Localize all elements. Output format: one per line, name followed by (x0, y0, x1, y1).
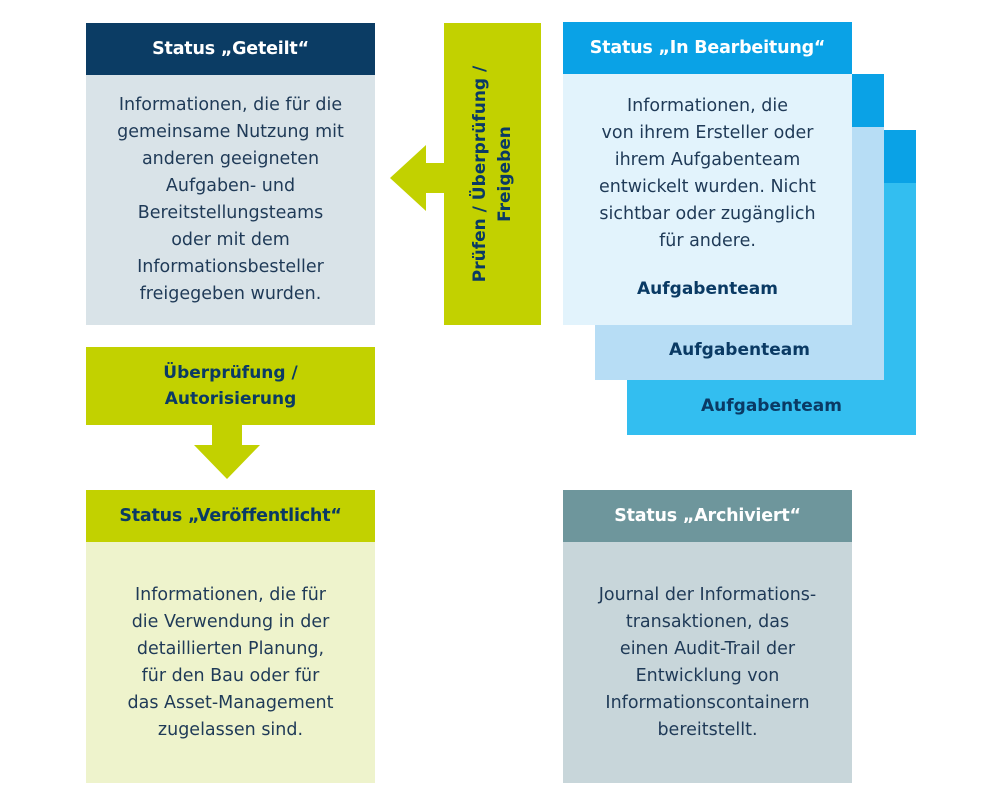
status-veroeffentlicht-text: Informationen, die für die Verwendung in… (127, 584, 334, 740)
status-bearbeitung-title: Status „In Bearbeitung“ (589, 38, 826, 58)
pruefen-transition-label: Prüfen / Überprüfung / Freigeben (469, 65, 515, 283)
status-bearbeitung-text: Informationen, die von ihrem Ersteller o… (599, 96, 816, 251)
aufgabenteam-label-1: Aufgabenteam (637, 279, 778, 299)
aufgabenteam-card-2-tab (852, 74, 884, 127)
pruefen-transition-bar: Prüfen / Überprüfung / Freigeben (444, 23, 541, 325)
status-geteilt-header: Status „Geteilt“ (86, 23, 375, 75)
ueberpruefung-transition-bar: Überprüfung / Autorisierung (86, 347, 375, 425)
status-bearbeitung-header: Status „In Bearbeitung“ (563, 22, 852, 74)
status-geteilt-text: Informationen, die für die gemeinsame Nu… (117, 95, 344, 304)
ueberpruefung-transition-label: Überprüfung / Autorisierung (163, 363, 298, 409)
status-geteilt-title: Status „Geteilt“ (152, 39, 309, 59)
status-archiviert-body: Journal der Informations- transaktionen,… (563, 542, 852, 783)
status-geteilt-body: Informationen, die für die gemeinsame Nu… (86, 75, 375, 325)
status-archiviert-header: Status „Archiviert“ (563, 490, 852, 542)
aufgabenteam-label-3: Aufgabenteam (701, 396, 842, 416)
status-veroeffentlicht-body: Informationen, die für die Verwendung in… (86, 542, 375, 783)
arrow-left-icon (390, 145, 446, 211)
aufgabenteam-label-2: Aufgabenteam (669, 340, 810, 360)
arrow-down-icon (194, 425, 260, 479)
status-veroeffentlicht-title: Status „Veröffentlicht“ (119, 506, 342, 526)
aufgabenteam-card-3-tab (884, 130, 916, 183)
status-bearbeitung-body: Informationen, die von ihrem Ersteller o… (563, 74, 852, 325)
status-archiviert-text: Journal der Informations- transaktionen,… (598, 584, 817, 740)
status-veroeffentlicht-header: Status „Veröffentlicht“ (86, 490, 375, 542)
status-archiviert-title: Status „Archiviert“ (614, 506, 801, 526)
